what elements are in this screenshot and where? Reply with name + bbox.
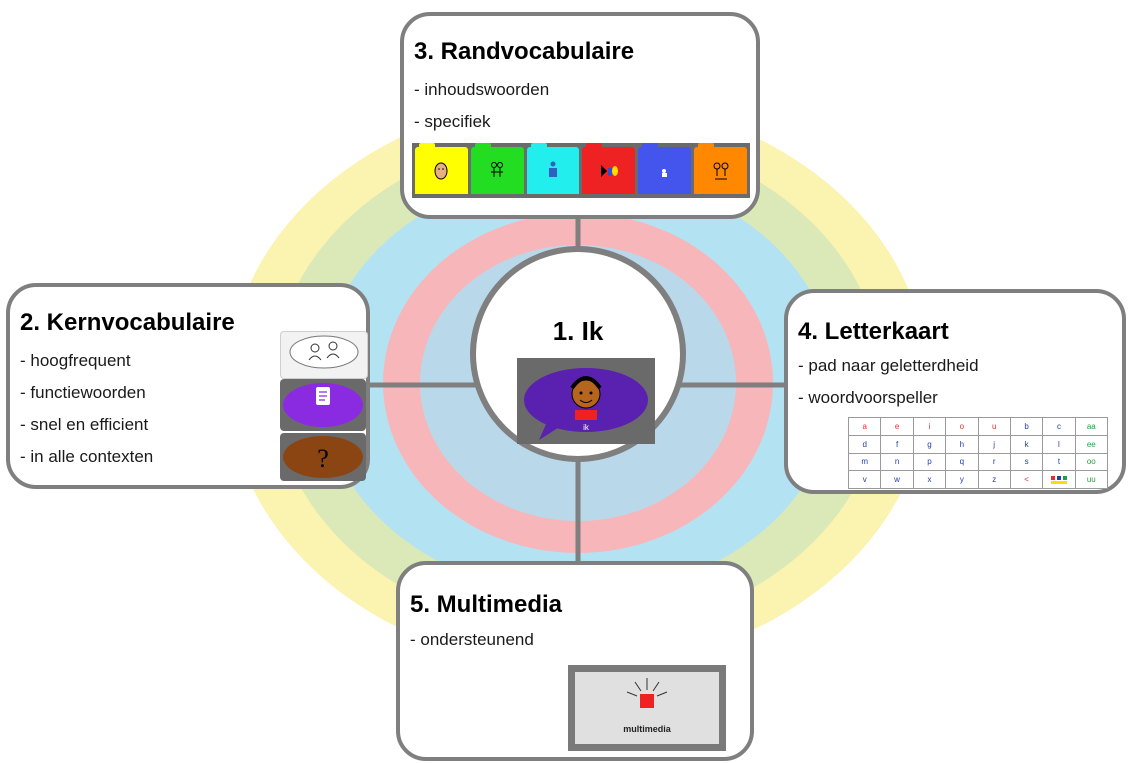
letterkaart-title: 4. Letterkaart <box>798 318 949 345</box>
folder-blue <box>638 143 692 194</box>
ik-symbol: ik <box>517 358 655 444</box>
sociale-communicatie-symbol <box>280 379 366 431</box>
letter-cell: z <box>978 471 1010 488</box>
folder-yellow <box>415 143 468 194</box>
folder-cyan <box>526 143 580 194</box>
folder-green <box>470 143 524 194</box>
shapes-icon <box>600 164 618 177</box>
people-icon <box>491 161 504 177</box>
letter-cell: v <box>849 471 881 488</box>
randvocabulaire-box: 3. Randvocabulaire inhoudswoorden specif… <box>400 12 760 219</box>
letter-cell: d <box>849 435 881 453</box>
letter-cell: r <box>978 453 1010 471</box>
letter-grid: a e i o u b c aa d f g h j k l ee m n p … <box>848 417 1108 489</box>
letter-cell: i <box>913 418 946 435</box>
letterkaart-list: pad naar geletterdheid woordvoorspeller <box>798 350 979 414</box>
list-item: pad naar geletterdheid <box>798 350 978 382</box>
letter-cell: m <box>849 453 881 471</box>
multimedia-icon <box>626 678 668 708</box>
list-item: snel en efficient <box>20 409 153 441</box>
letter-cell: uu <box>1075 471 1107 488</box>
folder-red <box>582 143 636 194</box>
letter-cell: q <box>946 453 978 471</box>
list-item: woordvoorspeller <box>798 382 979 414</box>
center-circle: 1. Ik ik <box>470 246 686 462</box>
figure-icon <box>549 161 558 177</box>
list-item: specifiek <box>414 106 549 138</box>
question-mark: ? <box>317 444 329 473</box>
letter-cell: a <box>849 418 881 435</box>
list-item: in alle contexten <box>20 441 153 473</box>
multimedia-list: ondersteunend <box>410 624 533 656</box>
randvocabulaire-title: 3. Randvocabulaire <box>414 38 635 65</box>
kernvocabulaire-box: 2. Kernvocabulaire hoogfrequent functiew… <box>6 283 370 489</box>
folder-orange <box>694 143 747 194</box>
question-symbol: ? <box>280 433 366 481</box>
letter-cell: s <box>1010 453 1043 471</box>
letter-cell: h <box>946 435 978 453</box>
folder-strip <box>412 143 750 198</box>
face-icon <box>434 162 448 179</box>
color-blocks-icon <box>1050 475 1067 484</box>
letter-cell: c <box>1043 418 1075 435</box>
ik-label: ik <box>583 423 590 432</box>
connector-lines <box>366 215 788 566</box>
letter-cell: oo <box>1075 453 1107 471</box>
letter-cell: w <box>881 471 913 488</box>
letter-cell: k <box>1010 435 1043 453</box>
letter-cell: p <box>913 453 946 471</box>
letter-cell: ee <box>1075 435 1107 453</box>
multimedia-title: 5. Multimedia <box>410 591 563 618</box>
grid-icon-cell <box>1043 471 1075 488</box>
letter-cell: n <box>881 453 913 471</box>
letter-cell: u <box>978 418 1010 435</box>
letter-cell: b <box>1010 418 1043 435</box>
letter-cell: l <box>1043 435 1075 453</box>
center-title: 1. Ik <box>552 316 604 346</box>
letter-cell: g <box>913 435 946 453</box>
list-item: functiewoorden <box>20 377 153 409</box>
letter-cell: o <box>946 418 978 435</box>
multimedia-symbol: multimedia <box>568 665 726 751</box>
letter-cell: x <box>913 471 946 488</box>
letterkaart-box: 4. Letterkaart pad naar geletterdheid wo… <box>784 289 1126 494</box>
list-item: ondersteunend <box>410 624 533 656</box>
letter-cell: f <box>881 435 913 453</box>
pair-icon <box>713 162 729 179</box>
multimedia-label: multimedia <box>623 724 671 734</box>
letter-cell: y <box>946 471 978 488</box>
kleine-woordjes-symbol <box>280 331 368 379</box>
multimedia-box: 5. Multimedia ondersteunend multimedia <box>396 561 754 761</box>
kernvocabulaire-list: hoogfrequent functiewoorden snel en effi… <box>20 345 153 473</box>
letter-cell: aa <box>1075 418 1107 435</box>
kernvocabulaire-title: 2. Kernvocabulaire <box>20 309 235 336</box>
list-item: inhoudswoorden <box>414 74 549 106</box>
letter-cell: < <box>1010 471 1043 488</box>
cup-icon <box>661 168 667 177</box>
list-item: hoogfrequent <box>20 345 153 377</box>
letter-cell: t <box>1043 453 1075 471</box>
randvocabulaire-list: inhoudswoorden specifiek <box>414 74 549 138</box>
letter-cell: e <box>881 418 913 435</box>
letter-cell: j <box>978 435 1010 453</box>
